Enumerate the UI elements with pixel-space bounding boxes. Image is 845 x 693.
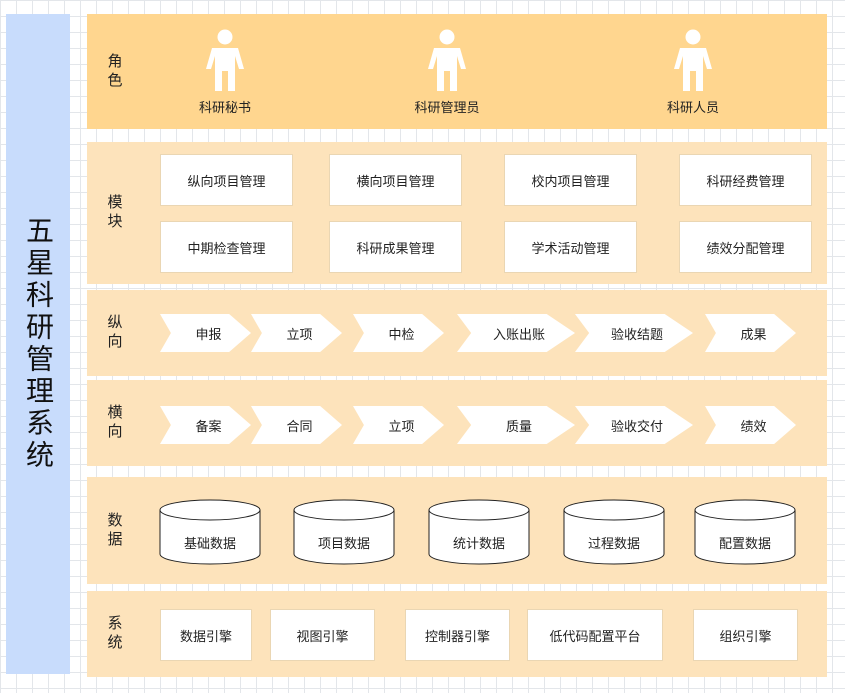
engine-box: 组织引擎 — [693, 609, 798, 661]
flow-step: 绩效 — [705, 406, 796, 444]
engine-box: 低代码配置平台 — [527, 609, 663, 661]
database-label: 过程数据 — [587, 537, 640, 552]
engine-box: 控制器引擎 — [405, 609, 510, 661]
database-icon — [428, 499, 530, 565]
module-box: 科研经费管理 — [679, 154, 812, 206]
flow-step: 申报 — [160, 314, 251, 352]
module-box: 科研成果管理 — [329, 221, 462, 273]
system-label: 系统 — [105, 615, 124, 653]
database-icon — [563, 499, 665, 565]
system-band: 系统 数据引擎 视图引擎 控制器引擎 低代码配置平台 组织引擎 — [87, 591, 827, 677]
modules-label: 模块 — [105, 194, 124, 232]
person-icon — [674, 29, 712, 91]
database-cylinder: 项目数据 — [293, 499, 395, 565]
modules-band: 模块 纵向项目管理 横向项目管理 校内项目管理 科研经费管理 中期检查管理 科研… — [87, 142, 827, 284]
module-box: 横向项目管理 — [329, 154, 462, 206]
flow-step: 验收交付 — [575, 406, 693, 444]
database-label: 统计数据 — [452, 537, 505, 552]
vertical-flow-band: 纵向 申报 立项 中检 入账出账 验收结题 成果 — [87, 290, 827, 376]
database-label: 配置数据 — [718, 537, 771, 552]
database-cylinder: 配置数据 — [694, 499, 796, 565]
database-cylinder: 过程数据 — [563, 499, 665, 565]
role-label: 科研秘书 — [198, 101, 251, 116]
database-icon — [293, 499, 395, 565]
horizontal-flow-band: 横向 备案 合同 立项 质量 验收交付 绩效 — [87, 380, 827, 466]
role-label: 科研人员 — [666, 101, 719, 116]
flow-step: 质量 — [457, 406, 575, 444]
role-admin: 科研管理员 — [397, 29, 497, 116]
database-cylinder: 基础数据 — [159, 499, 261, 565]
database-icon — [159, 499, 261, 565]
flow-step: 成果 — [705, 314, 796, 352]
roles-band: 角色 科研秘书 科研管理员 科研人员 — [87, 14, 827, 129]
system-title: 五星科研管理系统 — [22, 216, 55, 472]
role-researcher: 科研人员 — [643, 29, 743, 116]
system-title-panel: 五星科研管理系统 — [6, 14, 70, 674]
flow-step: 合同 — [251, 406, 342, 444]
person-icon — [206, 29, 244, 91]
database-label: 基础数据 — [183, 537, 236, 552]
flow-step: 验收结题 — [575, 314, 693, 352]
flow-step: 备案 — [160, 406, 251, 444]
vertical-label: 纵向 — [105, 314, 124, 352]
data-label: 数据 — [105, 511, 124, 550]
flow-step: 立项 — [251, 314, 342, 352]
module-box: 学术活动管理 — [504, 221, 637, 273]
module-box: 中期检查管理 — [160, 221, 293, 273]
role-label: 科研管理员 — [414, 101, 480, 116]
module-box: 校内项目管理 — [504, 154, 637, 206]
module-box: 绩效分配管理 — [679, 221, 812, 273]
flow-step: 立项 — [353, 406, 444, 444]
engine-box: 数据引擎 — [160, 609, 252, 661]
horizontal-label: 横向 — [105, 404, 124, 442]
database-cylinder: 统计数据 — [428, 499, 530, 565]
database-label: 项目数据 — [317, 537, 370, 552]
role-secretary: 科研秘书 — [175, 29, 275, 116]
engine-box: 视图引擎 — [270, 609, 375, 661]
flow-step: 入账出账 — [457, 314, 575, 352]
module-box: 纵向项目管理 — [160, 154, 293, 206]
flow-step: 中检 — [353, 314, 444, 352]
database-icon — [694, 499, 796, 565]
roles-label: 角色 — [105, 52, 124, 91]
data-band: 数据 基础数据 项目数据 统计数据 过程数据 配置数据 — [87, 477, 827, 584]
person-icon — [428, 29, 466, 91]
